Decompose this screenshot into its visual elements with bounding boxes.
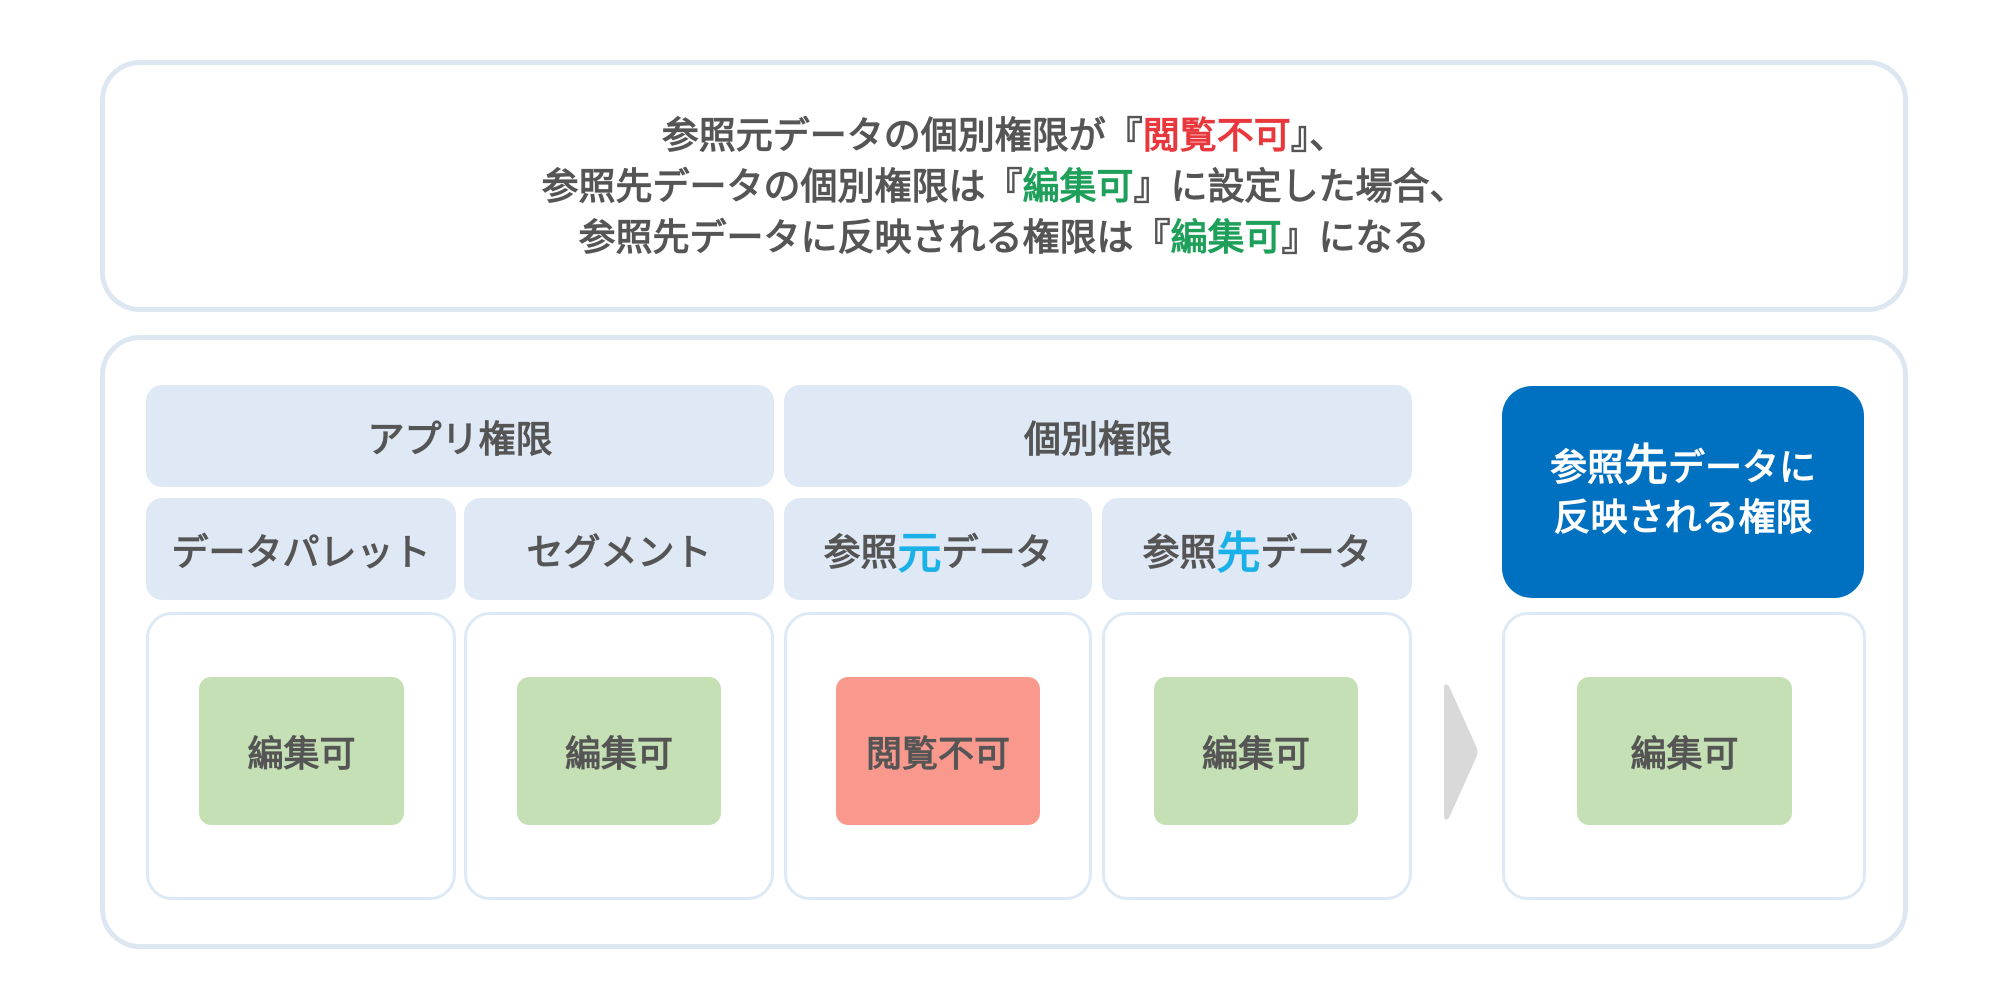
permission-diagram-panel [100,335,1908,949]
target-data-header-post: データ [1260,531,1372,574]
summary-line-2: 参照先データの個別権限は『編集可』に設定した場合、 [542,161,1467,212]
summary-line-1-highlight: 閲覧不可 [1142,113,1291,157]
source-data-permission-badge: 閲覧不可 [836,677,1040,825]
summary-line-3-post: 』になる [1281,215,1430,259]
datapalette-header: データパレット [146,498,456,600]
source-data-header-post: データ [941,531,1053,574]
source-data-header: 参照元データ [784,498,1092,600]
source-data-header-highlight: 元 [897,528,942,579]
segment-permission-badge: 編集可 [517,677,721,825]
result-header-line-1-highlight: 先 [1624,440,1668,491]
datapalette-value-cell [146,612,456,900]
summary-line-1: 参照元データの個別権限が『閲覧不可』、 [662,110,1347,161]
datapalette-permission-badge: 編集可 [199,677,404,825]
result-permission-badge: 編集可 [1577,677,1792,825]
app-permission-header: アプリ権限 [146,385,774,487]
result-header-line-1-post: データに [1668,446,1816,489]
summary-line-1-post: 』、 [1290,113,1347,157]
summary-line-1-pre: 参照元データの個別権限が『 [661,113,1143,157]
target-data-header-highlight: 先 [1216,528,1261,579]
result-header-line-1: 参照先データに [1550,441,1816,493]
result-header-line-1-pre: 参照 [1550,446,1624,489]
summary-box: 参照元データの個別権限が『閲覧不可』、 参照先データの個別権限は『編集可』に設定… [100,60,1908,312]
summary-line-3-highlight: 編集可 [1170,215,1282,259]
summary-line-2-post: 』に設定した場合、 [1133,164,1467,208]
target-data-header-pre: 参照 [1142,531,1217,574]
source-data-header-pre: 参照 [823,531,898,574]
target-data-permission-badge: 編集可 [1154,677,1358,825]
target-data-header: 参照先データ [1102,498,1412,600]
result-header-line-2: 反映される権限 [1553,496,1813,539]
result-permission-header: 参照先データに 反映される権限 [1502,386,1864,598]
summary-line-3-pre: 参照先データに反映される権限は『 [578,215,1171,259]
individual-permission-header: 個別権限 [784,385,1412,487]
summary-line-2-highlight: 編集可 [1022,164,1134,208]
summary-line-3: 参照先データに反映される権限は『編集可』になる [579,212,1430,263]
segment-header: セグメント [464,498,774,600]
arrow-right-icon [1444,684,1478,820]
summary-line-2-pre: 参照先データの個別権限は『 [541,164,1023,208]
